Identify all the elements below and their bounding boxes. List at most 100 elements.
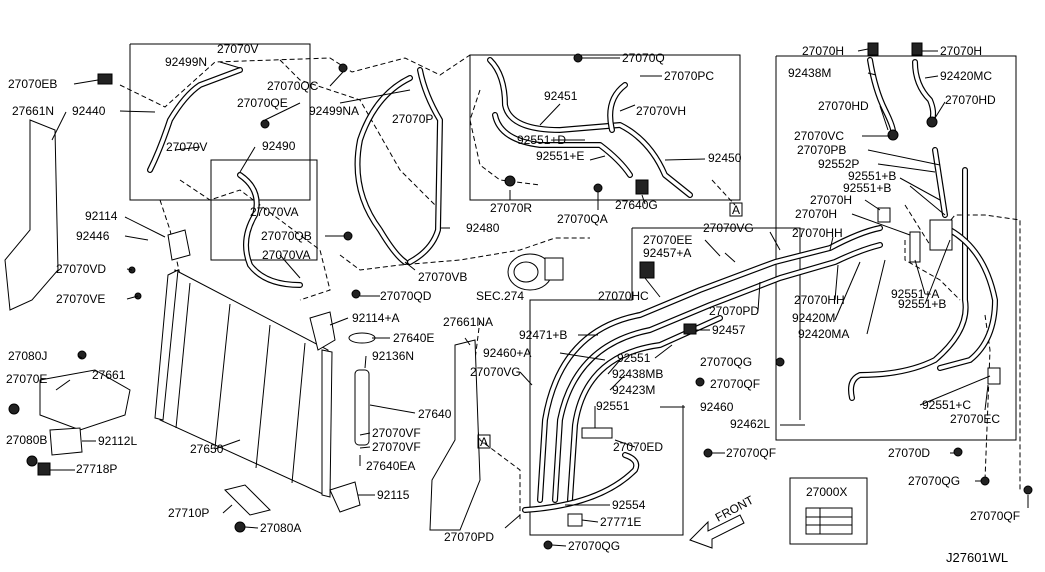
- label-27070vd: 27070VD: [56, 262, 106, 276]
- label-27070pd-1: 27070PD: [709, 304, 759, 318]
- marker-a-1-text: A: [732, 203, 740, 217]
- part-27771e: [567, 513, 583, 527]
- label-card-27000x: [805, 507, 853, 535]
- pipes: [147, 57, 998, 513]
- label-27070pb: 27070PB: [797, 143, 846, 157]
- label-27070qc: 27070QC: [267, 79, 319, 93]
- label-92438mb: 92438MB: [612, 367, 663, 381]
- label-27070hd-2: 27070HD: [945, 93, 996, 107]
- label-92460a: 92460+A: [483, 346, 531, 360]
- label-27070va-2: 27070VA: [262, 248, 311, 262]
- label-27070e: 27070E: [6, 372, 47, 386]
- label-92446: 92446: [76, 229, 110, 243]
- part-92457: [683, 323, 697, 335]
- label-92499na: 92499NA: [309, 104, 359, 118]
- label-92551b-1: 92551+B: [848, 169, 896, 183]
- part-27070h-1: [867, 42, 879, 56]
- label-92112l: 92112L: [98, 434, 137, 448]
- label-27070qg-2: 27070QG: [908, 474, 960, 488]
- dashed-links: [119, 54, 1021, 520]
- label-27070vf-1: 27070VF: [372, 426, 421, 440]
- label-27070r: 27070R: [490, 201, 532, 215]
- marker-a-2: [477, 434, 491, 449]
- label-27070v-top: 27070V: [217, 42, 258, 56]
- label-92551-1: 92551: [617, 351, 651, 365]
- label-92115: 92115: [377, 488, 410, 502]
- label-92457: 92457: [712, 323, 746, 337]
- label-92490: 92490: [262, 139, 296, 153]
- label-27070d: 27070D: [888, 446, 930, 460]
- part-labels: 27070EB 92440 27661N 27070V 92499N 27070…: [6, 42, 1020, 565]
- label-27070h-2: 27070H: [940, 44, 982, 58]
- compressor-sec274: [507, 253, 564, 291]
- label-92438m: 92438M: [788, 66, 831, 80]
- label-92423m: 92423M: [612, 383, 655, 397]
- bolt-27070e: [8, 403, 20, 415]
- label-27070hh-1: 27070HH: [792, 226, 843, 240]
- label-27661: 27661: [92, 368, 126, 382]
- bracket-92115: [329, 481, 361, 513]
- label-92551-2: 92551: [596, 399, 630, 413]
- label-92551b-3: 92551+B: [898, 297, 946, 311]
- box-92440-group: [129, 43, 311, 201]
- label-27070qa: 27070QA: [557, 212, 608, 226]
- part-27070eb: [97, 73, 113, 85]
- label-27070vh: 27070VH: [636, 104, 686, 118]
- label-27070qd: 27070QD: [380, 289, 432, 303]
- part-27070hd: [926, 116, 938, 128]
- bolt-27070qf-2: [695, 377, 705, 387]
- label-92480: 92480: [466, 221, 500, 235]
- label-92450: 92450: [708, 151, 742, 165]
- label-27070vf-2: 27070VF: [372, 440, 421, 454]
- valve-block-92551b: [929, 219, 953, 251]
- bracket-92114: [167, 229, 191, 261]
- label-27640g: 27640G: [615, 198, 658, 212]
- clamp-92551c: [987, 367, 1001, 385]
- label-27070eb: 27070EB: [8, 77, 57, 91]
- shield-27661na: [429, 339, 481, 531]
- box-right-group: [775, 55, 1017, 441]
- label-27070vg-2: 27070VG: [470, 365, 521, 379]
- label-27070h-1: 27070H: [802, 44, 844, 58]
- label-92554: 92554: [612, 498, 646, 512]
- label-27070ec: 27070EC: [950, 412, 1000, 426]
- receiver-tank-27640: [354, 369, 370, 446]
- label-27640ea: 27640EA: [366, 459, 415, 473]
- label-27070qg-3: 27070QG: [568, 539, 620, 553]
- label-27640e: 27640E: [393, 331, 434, 345]
- label-92552p: 92552P: [818, 157, 859, 171]
- label-92551b-2: 92551+B: [843, 181, 891, 195]
- front-arrow: FRONT: [689, 493, 756, 549]
- label-27070p: 27070P: [392, 112, 433, 126]
- bracket-27710p: [224, 484, 271, 516]
- bolt-27070qa: [593, 183, 603, 193]
- label-sec274: SEC.274: [476, 289, 524, 303]
- label-27650: 27650: [190, 442, 224, 456]
- label-27070h-3: 27070H: [810, 193, 852, 207]
- clamp-92551: [581, 427, 613, 439]
- box-92450-group: [469, 54, 741, 201]
- label-27080j: 27080J: [8, 349, 47, 363]
- box-92460-group: [529, 228, 684, 536]
- label-27070qf-1: 27070QF: [710, 377, 760, 391]
- label-27070vc: 27070VC: [794, 129, 844, 143]
- bolt-27070qg-2: [980, 476, 990, 486]
- label-27771e: 27771E: [600, 515, 641, 529]
- label-27080b: 27080B: [6, 433, 47, 447]
- part-27070h-3: [877, 207, 891, 223]
- leader-lines: [50, 48, 1029, 547]
- bolt-27070d: [953, 447, 963, 457]
- part-27640g: [635, 179, 649, 195]
- bolt-27070qf-3: [1023, 485, 1033, 495]
- label-92420m: 92420M: [792, 311, 835, 325]
- label-27070ve: 27070VE: [56, 292, 105, 306]
- label-27070qf-3: 27070QF: [970, 509, 1020, 523]
- label-27070qf-2: 27070QF: [726, 446, 776, 460]
- bracket-92112l: [49, 427, 83, 456]
- bolt-27070q: [573, 53, 583, 63]
- label-92420mc: 92420MC: [940, 69, 992, 83]
- part-27070h-2: [911, 42, 923, 56]
- label-92551e: 92551+E: [536, 149, 584, 163]
- bolt-27070qg-1: [775, 357, 785, 367]
